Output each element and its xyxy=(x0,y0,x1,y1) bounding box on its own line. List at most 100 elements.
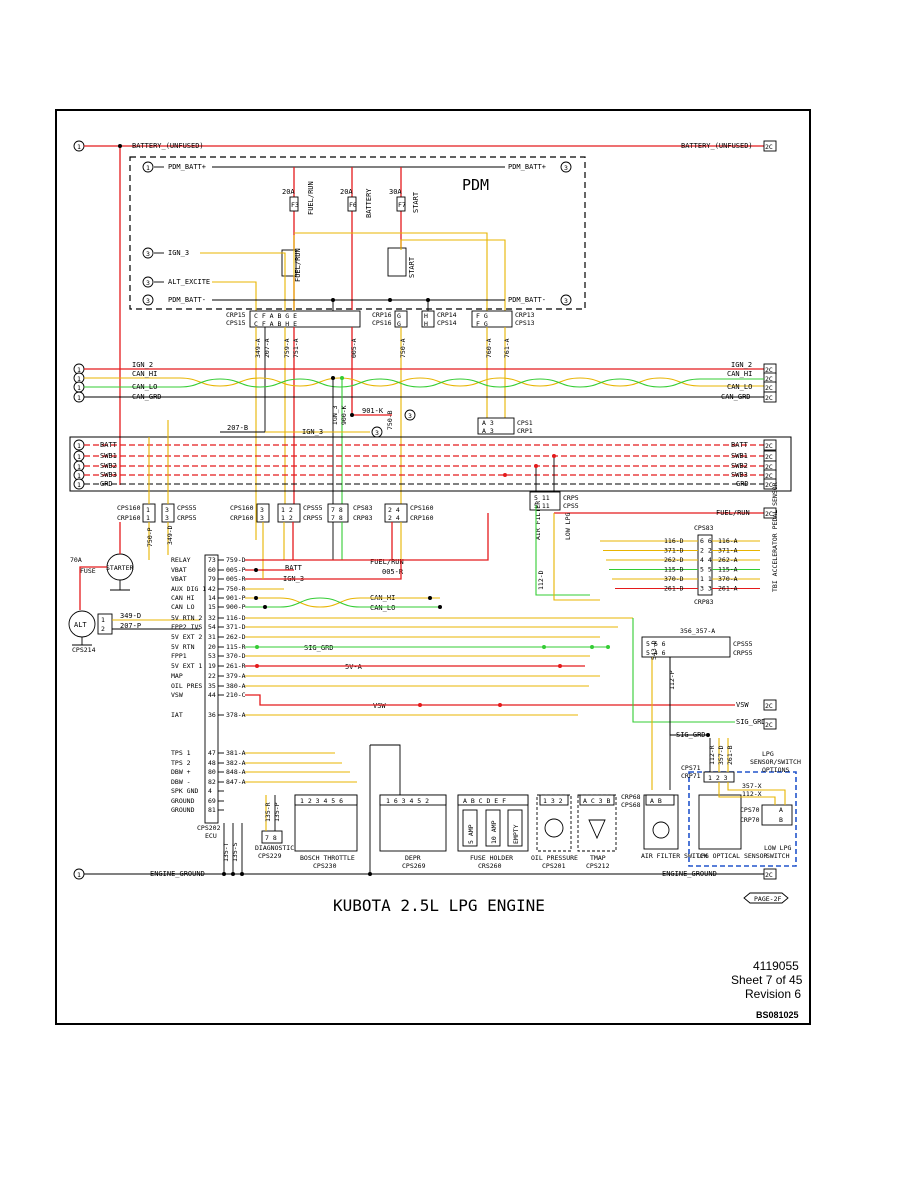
svg-text:2C: 2C xyxy=(765,384,773,392)
svg-text:PDM_BATT-: PDM_BATT- xyxy=(168,296,206,304)
ecu-pin-name: FPP1 xyxy=(171,652,187,660)
svg-text:BATT: BATT xyxy=(731,441,749,449)
svg-text:CAN_GRD: CAN_GRD xyxy=(721,393,751,401)
power-bus-box xyxy=(69,436,792,492)
air-filter-switch: A B CRP68 CPS68 AIR FILTER SWITCH xyxy=(621,793,708,860)
ecu-body xyxy=(204,554,219,824)
tmap-sensor: A C 3 B TMAP CPS212 xyxy=(577,794,617,870)
svg-text:IGN_3: IGN_3 xyxy=(168,249,189,257)
ecu-pin-wire: 847-A xyxy=(226,778,246,786)
svg-text:3: 3 xyxy=(260,514,264,522)
ecu-pin-wire: 380-A xyxy=(226,682,246,690)
ecu-pin-name: DBW + xyxy=(171,768,191,776)
sheet-number: Sheet 7 of 45 xyxy=(731,973,803,987)
svg-text:7 8: 7 8 xyxy=(331,506,343,514)
svg-text:135-P: 135-P xyxy=(273,802,281,822)
page-ref-tag: PAGE-2F xyxy=(743,892,789,904)
svg-text:3: 3 xyxy=(375,429,379,437)
sig-grd-rail: SIG_GRD 2C SIG_GRD xyxy=(632,618,777,739)
svg-text:30A: 30A xyxy=(389,188,402,196)
ecu-pin-name: DBW - xyxy=(171,778,191,786)
svg-text:SWB1: SWB1 xyxy=(100,452,117,460)
svg-text:3: 3 xyxy=(146,297,150,305)
svg-text:IGN_3: IGN_3 xyxy=(302,428,323,436)
svg-text:ALT: ALT xyxy=(74,621,87,629)
ecu-pin-number: 36 xyxy=(208,711,216,719)
ecu-pin-number: 82 xyxy=(208,778,216,786)
svg-text:1: 1 xyxy=(77,143,81,151)
svg-text:CRP1: CRP1 xyxy=(517,427,533,435)
can-grd-rail: 1 CAN_GRD CAN_GRD 2C xyxy=(73,391,777,403)
svg-text:2C: 2C xyxy=(765,375,773,383)
svg-text:5 6 6: 5 6 6 xyxy=(646,640,666,648)
svg-text:760-A: 760-A xyxy=(485,338,493,358)
oil-pressure-sensor: 1 3 2 OIL PRESSURE CPS201 xyxy=(531,794,578,870)
svg-text:2C: 2C xyxy=(765,702,773,710)
connector-cps160-left: CPS160 CRP160 11 33 CPS55 CRP55 xyxy=(117,420,197,523)
svg-text:CRP16: CRP16 xyxy=(372,311,392,319)
svg-text:LOW LPG: LOW LPG xyxy=(764,844,791,852)
battery-unfused-label-left: BATTERY_(UNFUSED) xyxy=(132,142,204,150)
svg-text:FUEL/RUN: FUEL/RUN xyxy=(370,558,404,566)
svg-text:CPS214: CPS214 xyxy=(72,646,96,654)
svg-text:AIR FILTER SWITCH: AIR FILTER SWITCH xyxy=(641,852,708,860)
svg-text:A B: A B xyxy=(650,797,662,805)
svg-text:135-S: 135-S xyxy=(231,842,239,862)
svg-text:CRP160: CRP160 xyxy=(117,514,141,522)
ecu-pin-number: 60 xyxy=(208,566,216,574)
svg-text:CPS201: CPS201 xyxy=(542,862,566,870)
svg-text:005-A: 005-A xyxy=(350,338,358,358)
svg-text:FUEL/RUN: FUEL/RUN xyxy=(294,248,302,282)
ecu-pin-name: TPS 2 xyxy=(171,759,191,767)
ecu-pin-number: 15 xyxy=(208,603,216,611)
svg-text:ENGINE_GROUND: ENGINE_GROUND xyxy=(662,870,717,878)
svg-text:A 3: A 3 xyxy=(482,419,494,427)
engine-ground-rail: 1 ENGINE_GROUND ENGINE_GROUND 2C 135-T 1… xyxy=(73,823,777,880)
svg-text:1: 1 xyxy=(77,453,81,461)
svg-text:FUEL/RUN: FUEL/RUN xyxy=(307,181,315,215)
accel-wire-out-label: 261-A xyxy=(718,585,738,593)
accel-wire-in-label: 115-D xyxy=(664,566,684,574)
ecu-pin-name: RELAY xyxy=(171,556,191,564)
svg-text:750-A: 750-A xyxy=(399,338,407,358)
relay-start: START xyxy=(387,247,416,278)
svg-text:CRS260: CRS260 xyxy=(478,862,502,870)
ecu-pin-name: 5V RTN xyxy=(171,643,195,651)
svg-text:1: 1 xyxy=(146,514,150,522)
svg-text:F G: F G xyxy=(476,320,488,328)
accel-wire-in-label: 262-D xyxy=(664,556,684,564)
svg-text:261-B: 261-B xyxy=(726,745,734,765)
svg-text:CPS15: CPS15 xyxy=(226,319,246,327)
accel-pin-number: 1 1 xyxy=(700,575,712,583)
accel-wire-out-label: 116-A xyxy=(718,537,738,545)
ecu-pin-number: 81 xyxy=(208,806,216,814)
svg-text:CRP160: CRP160 xyxy=(230,514,254,522)
svg-text:CPS160: CPS160 xyxy=(117,504,141,512)
vsw-rail: VSW 2C xyxy=(736,699,777,711)
accel-wire-in-label: 370-D xyxy=(664,575,684,583)
lpg-options-group xyxy=(688,771,797,867)
svg-text:2C: 2C xyxy=(765,463,773,471)
svg-text:CPS13: CPS13 xyxy=(515,319,535,327)
svg-text:1: 1 xyxy=(146,164,150,172)
svg-text:SWB2: SWB2 xyxy=(731,462,748,470)
svg-text:CAN_GRD: CAN_GRD xyxy=(132,393,162,401)
svg-text:1: 1 xyxy=(77,384,81,392)
connector-cps1: A 3A 3 CPS1 CRP1 xyxy=(477,417,533,435)
svg-text:SIG_GRD: SIG_GRD xyxy=(304,644,334,652)
svg-text:SWB3: SWB3 xyxy=(100,471,117,479)
svg-text:2C: 2C xyxy=(765,472,773,480)
svg-text:349-A: 349-A xyxy=(254,338,262,358)
svg-text:CRP13: CRP13 xyxy=(515,311,535,319)
svg-text:B: B xyxy=(779,816,783,824)
svg-text:GRD: GRD xyxy=(736,480,749,488)
svg-text:ENGINE_GROUND: ENGINE_GROUND xyxy=(150,870,205,878)
svg-text:5 11: 5 11 xyxy=(534,502,550,510)
svg-text:10 AMP: 10 AMP xyxy=(490,820,498,844)
ign3-tag: 207-B IGN_3 3 xyxy=(220,424,383,438)
svg-text:FUSE: FUSE xyxy=(80,567,96,575)
svg-text:761-A: 761-A xyxy=(503,338,511,358)
accel-wire-out-label: 115-A xyxy=(718,566,738,574)
